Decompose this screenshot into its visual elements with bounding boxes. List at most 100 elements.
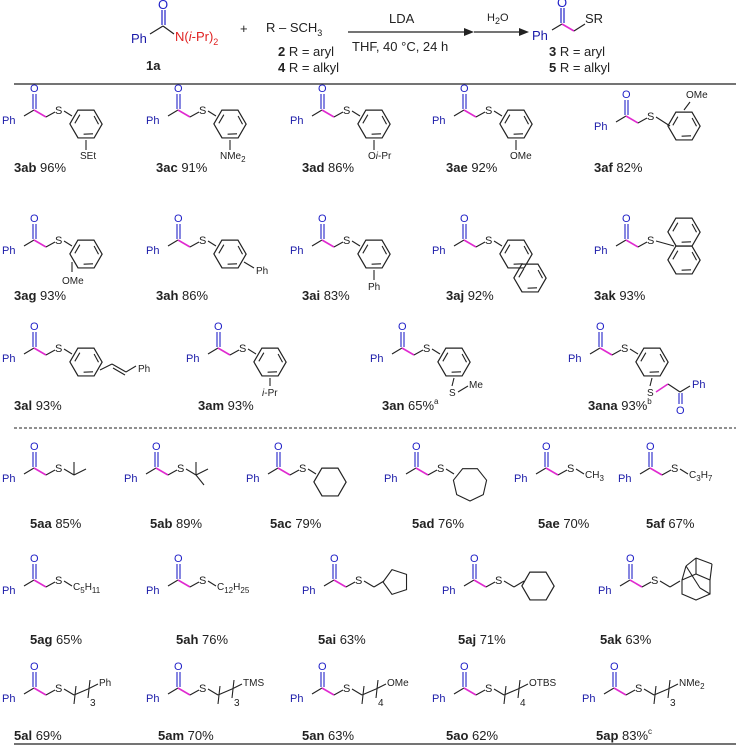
- thioether-reagent: R – SCH3 2 R = aryl 4 R = alkyl: [266, 20, 339, 75]
- sulfur-label: S: [55, 105, 62, 117]
- ph-label: Ph: [2, 693, 15, 705]
- amide-ph-label: Ph: [131, 31, 147, 46]
- amide-n-label: N(i-Pr)2: [175, 29, 218, 47]
- compound-label: 3ah 86%: [156, 288, 208, 303]
- oxygen-label: O: [274, 441, 283, 453]
- reagent-line-1: 2 R = aryl: [278, 44, 334, 59]
- product-structure: Ph O SR 3 R = aryl 5 R = alkyl: [532, 0, 610, 75]
- svg-text:Oi-Pr: Oi-Pr: [368, 151, 392, 162]
- compound-label: 3an 65%a: [382, 397, 439, 413]
- ph-label: Ph: [2, 353, 15, 365]
- sulfur-label: S: [55, 343, 62, 355]
- sulfur-label: S: [567, 463, 574, 475]
- svg-text:OMe: OMe: [686, 90, 708, 101]
- sulfur-label: S: [199, 683, 206, 695]
- compound-label: 3ag 93%: [14, 288, 66, 303]
- oxygen-label: O: [174, 661, 183, 673]
- ph-label: Ph: [432, 115, 445, 127]
- sulfur-label: S: [621, 343, 628, 355]
- compound-label: 3ae 92%: [446, 160, 498, 175]
- svg-text:S: S: [647, 388, 654, 399]
- svg-text:O: O: [557, 0, 567, 10]
- ph-label: Ph: [146, 693, 159, 705]
- oxygen-label: O: [646, 441, 655, 453]
- compound-label: 5aj 71%: [458, 632, 506, 647]
- svg-text:SR: SR: [585, 11, 603, 26]
- compound-label: 5am 70%: [158, 728, 214, 743]
- oxygen-label: O: [174, 213, 183, 225]
- compound-label: 5al 69%: [14, 728, 62, 743]
- svg-text:Ph: Ph: [256, 266, 268, 277]
- product-line-1: 3 R = aryl: [549, 44, 605, 59]
- sulfur-label: S: [177, 463, 184, 475]
- svg-text:3: 3: [90, 698, 96, 709]
- sulfur-label: S: [55, 575, 62, 587]
- svg-text:C12H25: C12H25: [217, 582, 250, 595]
- ph-label: Ph: [146, 115, 159, 127]
- oxygen-label: O: [174, 553, 183, 565]
- oxygen-label: O: [622, 213, 631, 225]
- compound-label: 5an 63%: [302, 728, 354, 743]
- oxygen-label: O: [214, 321, 223, 333]
- compound-label: 3ac 91%: [156, 160, 208, 175]
- oxygen-label: O: [460, 83, 469, 95]
- sulfur-label: S: [55, 235, 62, 247]
- oxygen-label: O: [152, 441, 161, 453]
- svg-text:Ph: Ph: [368, 282, 380, 293]
- sulfur-label: S: [495, 575, 502, 587]
- compound-label: 3am 93%: [198, 398, 254, 413]
- compound-label: 5ap 83%c: [596, 727, 652, 743]
- oxygen-label: O: [30, 661, 39, 673]
- ph-label: Ph: [582, 693, 595, 705]
- svg-text:OMe: OMe: [510, 151, 532, 162]
- sulfur-label: S: [199, 575, 206, 587]
- oxygen-label: O: [330, 553, 339, 565]
- sulfur-label: S: [343, 105, 350, 117]
- ph-label: Ph: [594, 121, 607, 133]
- oxygen-label: O: [542, 441, 551, 453]
- sulfur-label: S: [437, 463, 444, 475]
- oxygen-label: O: [30, 321, 39, 333]
- compound-label: 5af 67%: [646, 516, 695, 531]
- oxygen-label: O: [622, 89, 631, 101]
- amide-compound-label: 1a: [146, 58, 161, 73]
- reaction-scheme: Ph O N(i-Pr)2 1a + R – SCH3 2 R = aryl 4…: [131, 0, 610, 75]
- sulfur-label: S: [343, 683, 350, 695]
- ph-label: Ph: [618, 473, 631, 485]
- compound-label: 5ao 62%: [446, 728, 498, 743]
- svg-text:H2O: H2O: [487, 12, 509, 26]
- ph-label: Ph: [568, 353, 581, 365]
- svg-text:Ph: Ph: [138, 364, 150, 375]
- sulfur-label: S: [647, 111, 654, 123]
- sulfur-label: S: [55, 463, 62, 475]
- ph-label: Ph: [442, 585, 455, 597]
- compound-label: 3ai 83%: [302, 288, 350, 303]
- quench-arrow: H2O: [474, 12, 529, 36]
- oxygen-label: O: [318, 661, 327, 673]
- compound-label: 5ak 63%: [600, 632, 652, 647]
- conditions-bottom: THF, 40 °C, 24 h: [352, 39, 448, 54]
- sulfur-label: S: [647, 235, 654, 247]
- compound-label: 5ad 76%: [412, 516, 464, 531]
- ph-label: Ph: [2, 585, 15, 597]
